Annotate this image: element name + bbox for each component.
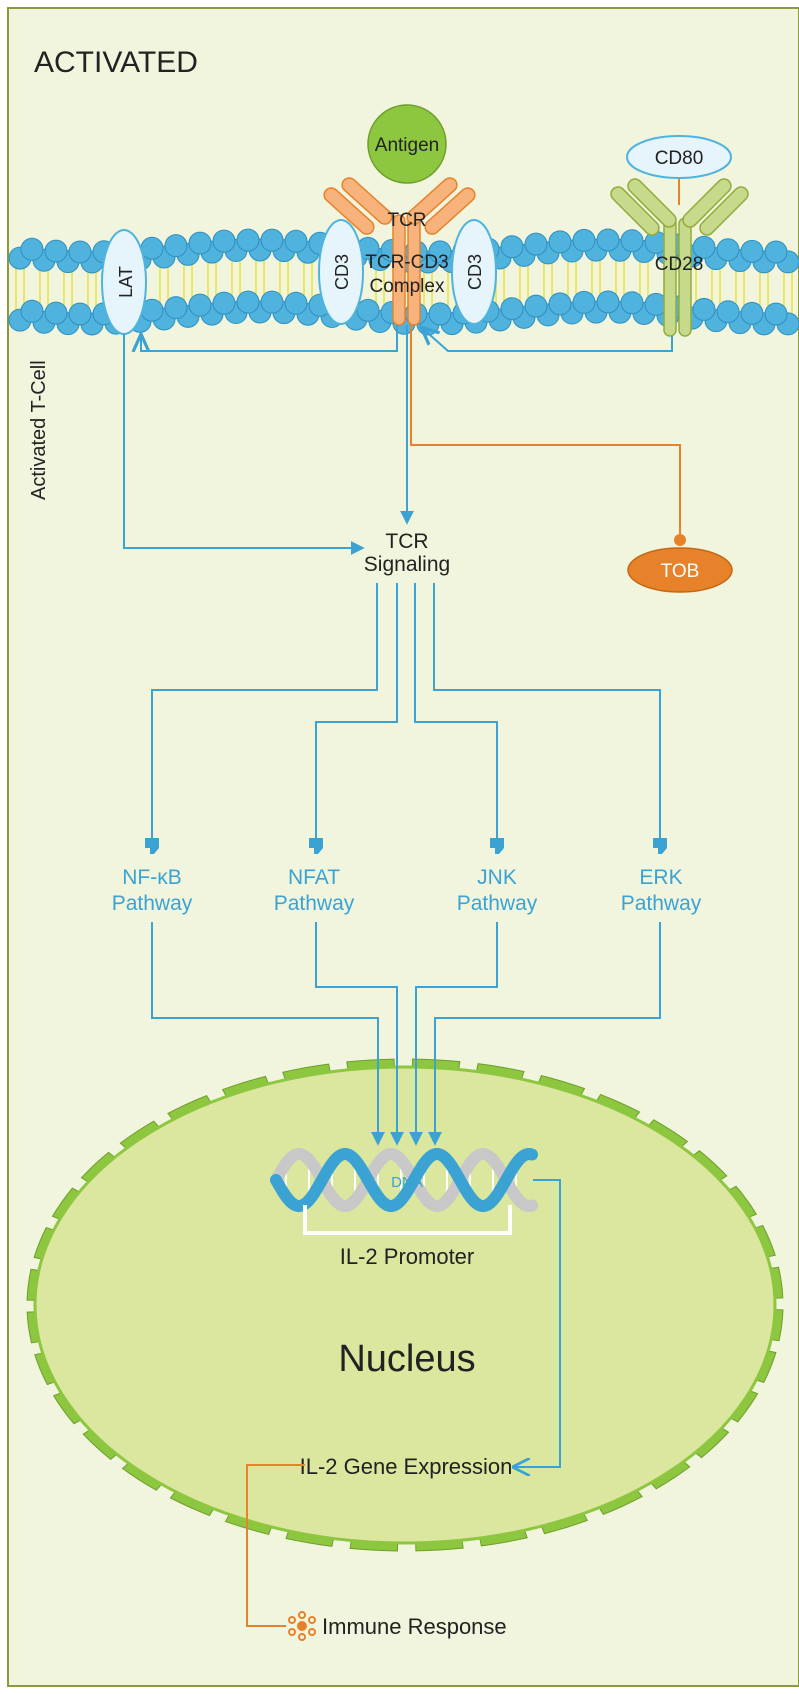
cd28-receptor — [610, 176, 749, 337]
tcr-cd3-label-line1: TCR-CD3 — [365, 252, 448, 273]
pathway-nfkb-suffix: Pathway — [112, 892, 193, 915]
pathway-erk-suffix: Pathway — [621, 892, 702, 915]
cd3-left-receptor — [318, 219, 364, 325]
pathway-jnk-suffix: Pathway — [457, 892, 538, 915]
pathway-nfkb-name: NF-κB — [122, 866, 182, 889]
pathway-jnk-name: JNK — [477, 866, 517, 889]
expression-to-response-line — [246, 1464, 305, 1627]
pathway-nfat-name: NFAT — [288, 866, 340, 889]
pathway-markers — [145, 838, 667, 854]
pathway-erk-name: ERK — [639, 866, 682, 889]
cd80-ellipse — [626, 135, 732, 179]
tcr-signaling-line2: Signaling — [364, 553, 450, 576]
dna-to-expression-arrow — [514, 1179, 561, 1467]
tcr-to-tob-line — [410, 325, 681, 538]
tob-ellipse — [627, 547, 733, 593]
panel-title: ACTIVATED — [34, 46, 198, 79]
dna-label: DNA — [391, 1174, 423, 1191]
cd3-left-label: CD3 — [332, 254, 352, 290]
immune-response-label: Immune Response — [322, 1614, 507, 1639]
cd28-label: CD28 — [655, 254, 704, 275]
tcr-cd3-label-line2: Complex — [370, 276, 445, 297]
pathway-nfat-suffix: Pathway — [274, 892, 355, 915]
signaling-branches — [151, 583, 661, 845]
tob-connector-dot — [674, 534, 686, 546]
tcr-signaling-line1: TCR — [385, 530, 428, 553]
lat-to-signaling-arrow — [123, 334, 365, 555]
nucleus-label: Nucleus — [338, 1338, 475, 1380]
cd28-to-tcr-arrow — [421, 327, 673, 352]
tcr-receptor — [323, 177, 476, 326]
pathways-to-dna — [151, 922, 661, 1146]
nucleus — [33, 1065, 777, 1545]
antigen-label: Antigen — [375, 135, 439, 156]
cd3-right-receptor — [451, 219, 497, 325]
il2-expression-label: IL-2 Gene Expression — [300, 1454, 513, 1479]
dna-helix — [270, 1148, 538, 1212]
promoter-bracket — [303, 1205, 512, 1235]
lat-label: LAT — [116, 266, 136, 298]
tcr-label: TCR — [387, 210, 426, 231]
immune-response-icon — [288, 1611, 316, 1641]
tob-label: TOB — [661, 561, 700, 582]
cd3-right-label: CD3 — [465, 254, 485, 290]
cell-label: Activated T-Cell — [28, 360, 50, 500]
antigen-circle — [367, 104, 447, 184]
il2-promoter-label: IL-2 Promoter — [340, 1244, 475, 1269]
cd80-label: CD80 — [655, 148, 704, 169]
